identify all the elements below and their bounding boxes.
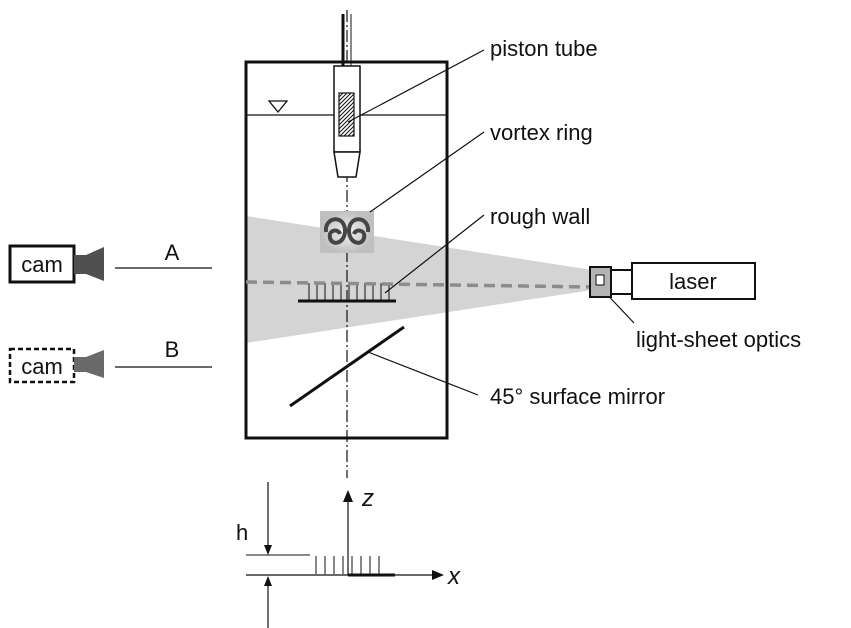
leader-rough-wall: [384, 214, 485, 294]
label-view-b: B: [165, 337, 180, 362]
label-vortex-ring: vortex ring: [490, 120, 593, 145]
label-axis-x: x: [447, 563, 461, 590]
label-cam-b: cam: [21, 354, 63, 379]
optics-lens: [595, 274, 605, 286]
x-axis-arrowhead-icon: [432, 570, 444, 580]
label-laser: laser: [669, 269, 717, 294]
laser-coupler: [610, 269, 633, 295]
vortex-ring-image: [320, 211, 374, 253]
z-axis-arrowhead-icon: [343, 490, 353, 502]
rough-wall: [298, 283, 396, 303]
laser-housing: [631, 262, 756, 300]
h-arrow-up-icon: [264, 576, 272, 586]
coordinate-inset: [246, 482, 444, 628]
label-rough-wall: rough wall: [490, 204, 590, 229]
piston-tube: [333, 14, 361, 178]
leader-mirror: [367, 351, 479, 396]
leader-piston-tube: [347, 49, 485, 123]
label-h: h: [236, 520, 248, 545]
free-surface-marker-icon: [267, 100, 289, 114]
label-light-sheet-optics: light-sheet optics: [636, 327, 801, 352]
light-sheet: [246, 216, 592, 343]
leader-vortex-ring: [369, 131, 485, 213]
laser-beam: [245, 280, 593, 289]
label-axis-z: z: [361, 485, 374, 512]
inset-roughness: [315, 556, 380, 574]
camera-b-lens: [74, 350, 104, 378]
label-cam-a: cam: [21, 252, 63, 277]
piston: [338, 92, 355, 137]
label-view-a: A: [165, 240, 180, 265]
camera-a-lens: [74, 247, 104, 281]
surface-mirror: [289, 325, 405, 408]
h-arrow-down-icon: [264, 545, 272, 555]
label-mirror: 45° surface mirror: [490, 384, 665, 409]
label-piston-tube: piston tube: [490, 36, 598, 61]
